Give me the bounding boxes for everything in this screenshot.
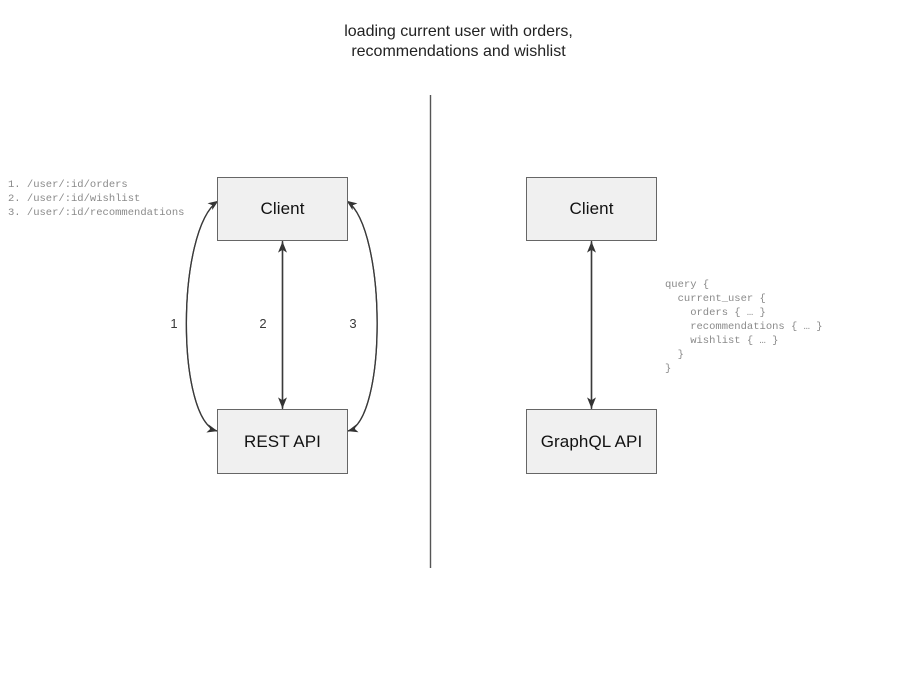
node-client-rest[interactable]: Client — [217, 177, 348, 241]
node-client-graphql-label: Client — [569, 199, 614, 218]
edge-3-rest-client-curve — [346, 200, 378, 433]
edge-1-client-rest-curve — [185, 200, 219, 432]
node-graphql-api[interactable]: GraphQL API — [526, 409, 657, 474]
node-rest-api-label: REST API — [243, 431, 322, 451]
edge-1-rest-client-curve — [185, 200, 219, 433]
node-graphql-api-label: GraphQL API — [540, 431, 643, 451]
node-client-graphql[interactable]: Client — [526, 177, 657, 241]
edge-label-3: 3 — [349, 316, 357, 331]
rest-endpoints-list: 1. /user/:id/orders 2. /user/:id/wishlis… — [8, 179, 185, 219]
page-title: loading current user with orders, recomm… — [344, 23, 573, 60]
node-client-rest-label: Client — [260, 199, 305, 218]
graphql-query-block: query { current_user { orders { … } reco… — [665, 279, 823, 375]
node-rest-api[interactable]: REST API — [217, 409, 348, 474]
edge-label-1: 1 — [170, 316, 178, 331]
edge-label-2: 2 — [259, 316, 267, 331]
